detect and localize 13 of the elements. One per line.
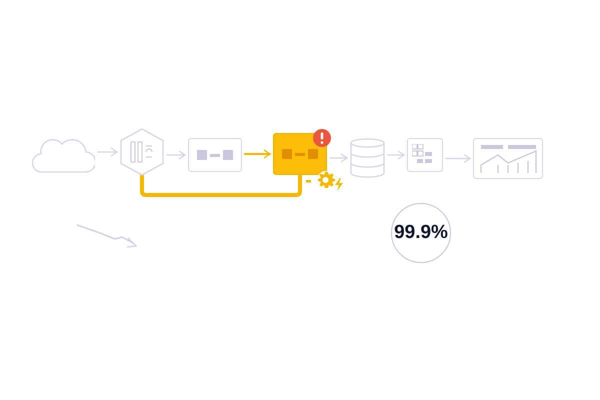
- arrow: [387, 150, 405, 160]
- metric-value: 99.9%: [394, 220, 448, 245]
- hexagon-shape: [120, 128, 164, 176]
- database-cylinder: [350, 138, 385, 178]
- connector-line: [140, 173, 302, 197]
- arrow: [244, 149, 271, 159]
- arrow: [166, 150, 186, 160]
- process-box: [273, 133, 327, 175]
- arrow: [329, 153, 348, 163]
- arrow: [97, 147, 118, 157]
- arrow: [445, 154, 471, 164]
- process-box: [407, 138, 443, 172]
- process-box: [188, 138, 242, 172]
